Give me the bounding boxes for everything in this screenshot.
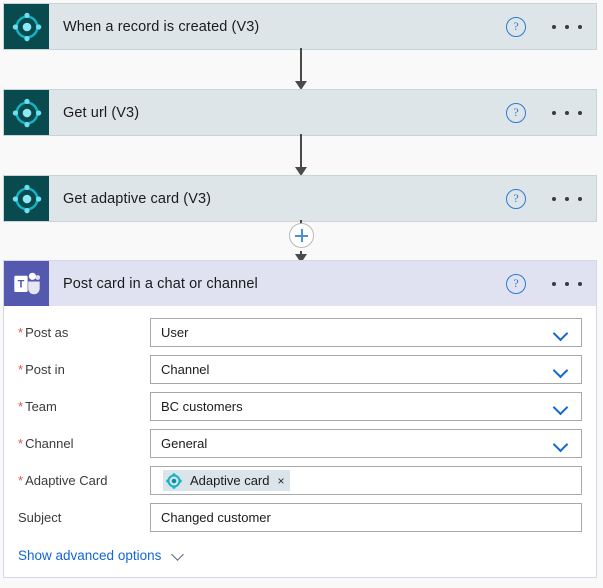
- form-row-team: *Team BC customers: [18, 388, 582, 425]
- flow-step-get-url[interactable]: Get url (V3) ?: [3, 89, 597, 136]
- show-advanced-options-button[interactable]: Show advanced options: [18, 548, 582, 563]
- team-value: BC customers: [161, 399, 243, 414]
- connector-1: [295, 48, 307, 90]
- subject-input[interactable]: Changed customer: [150, 503, 582, 532]
- microsoft-teams-icon: T: [4, 261, 49, 306]
- field-label-post-as: *Post as: [18, 325, 69, 340]
- flow-step-get-adaptive-card[interactable]: Get adaptive card (V3) ?: [3, 175, 597, 222]
- chevron-down-icon[interactable]: [170, 549, 188, 563]
- form-row-post-in: *Post in Channel: [18, 351, 582, 388]
- chevron-down-icon[interactable]: [553, 436, 569, 452]
- channel-value: General: [161, 436, 208, 451]
- team-dropdown[interactable]: BC customers: [150, 392, 582, 421]
- required-indicator: *: [18, 399, 24, 414]
- field-label-team: *Team: [18, 399, 57, 414]
- field-label-subject: Subject: [18, 510, 62, 525]
- dynamic-content-token[interactable]: Adaptive card ×: [163, 470, 290, 491]
- step-title: When a record is created (V3): [63, 18, 260, 35]
- more-options-icon[interactable]: [552, 24, 582, 29]
- show-advanced-options-label: Show advanced options: [18, 548, 162, 563]
- help-icon[interactable]: ?: [506, 188, 526, 209]
- help-icon[interactable]: ?: [506, 273, 526, 294]
- required-indicator: *: [18, 436, 24, 451]
- subject-value: Changed customer: [161, 510, 271, 525]
- flow-step-post-card-in-a-chat-or-channel[interactable]: T Post card in a chat or channel ? *Post…: [3, 260, 597, 578]
- step-header[interactable]: Get url (V3) ?: [4, 90, 596, 135]
- chevron-down-icon[interactable]: [553, 362, 569, 378]
- step-header[interactable]: Get adaptive card (V3) ?: [4, 176, 596, 221]
- common-data-service-icon: [4, 90, 49, 135]
- common-data-service-icon: [4, 4, 49, 49]
- post-as-value: User: [161, 325, 189, 340]
- more-options-icon[interactable]: [552, 196, 582, 201]
- connector-2: [295, 134, 307, 176]
- required-indicator: *: [18, 362, 24, 377]
- common-data-service-icon: [4, 176, 49, 221]
- help-icon[interactable]: ?: [506, 102, 526, 123]
- required-indicator: *: [18, 325, 24, 340]
- more-options-icon[interactable]: [552, 110, 582, 115]
- insert-step-button[interactable]: [289, 223, 314, 248]
- step-header[interactable]: When a record is created (V3) ?: [4, 4, 596, 49]
- more-options-icon[interactable]: [552, 281, 582, 286]
- form-row-channel: *Channel General: [18, 425, 582, 462]
- common-data-service-icon: [166, 472, 182, 489]
- required-indicator: *: [18, 473, 24, 488]
- chevron-down-icon[interactable]: [553, 399, 569, 415]
- adaptive-card-input[interactable]: Adaptive card ×: [150, 466, 582, 495]
- form-row-post-as: *Post as User: [18, 314, 582, 351]
- svg-text:T: T: [17, 278, 24, 290]
- flow-step-when-a-record-is-created[interactable]: When a record is created (V3) ?: [3, 3, 597, 50]
- step-header[interactable]: T Post card in a chat or channel ?: [4, 261, 596, 306]
- remove-token-icon[interactable]: ×: [277, 473, 285, 488]
- form-row-subject: Subject Changed customer: [18, 499, 582, 536]
- post-as-dropdown[interactable]: User: [150, 318, 582, 347]
- field-label-adaptive-card: *Adaptive Card: [18, 473, 108, 488]
- field-label-post-in: *Post in: [18, 362, 65, 377]
- step-title: Post card in a chat or channel: [63, 275, 258, 292]
- post-in-dropdown[interactable]: Channel: [150, 355, 582, 384]
- form-row-adaptive-card: *Adaptive Card: [18, 462, 582, 499]
- field-label-channel: *Channel: [18, 436, 74, 451]
- post-in-value: Channel: [161, 362, 210, 377]
- channel-dropdown[interactable]: General: [150, 429, 582, 458]
- help-icon[interactable]: ?: [506, 16, 526, 37]
- step-parameters-panel: *Post as User *Post in Channel *Team BC …: [4, 306, 596, 577]
- step-title: Get url (V3): [63, 104, 140, 121]
- chevron-down-icon[interactable]: [553, 325, 569, 341]
- step-title: Get adaptive card (V3): [63, 190, 212, 207]
- token-label: Adaptive card: [190, 473, 270, 488]
